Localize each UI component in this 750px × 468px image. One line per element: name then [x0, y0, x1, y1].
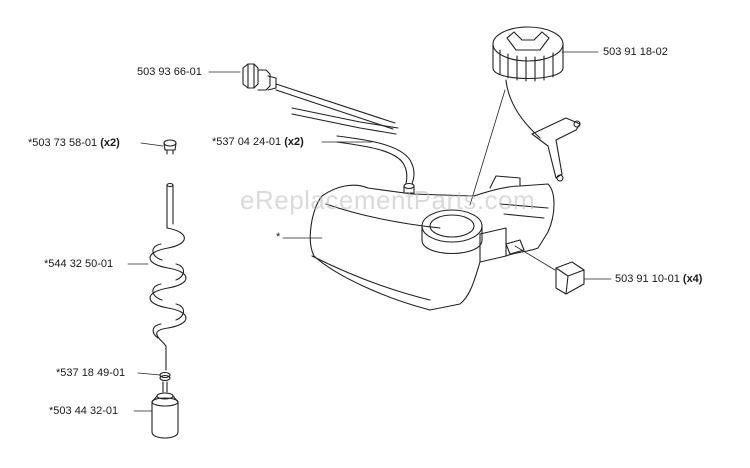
fuel-cap-drawing: [492, 26, 581, 182]
plug-drawing: [163, 139, 177, 155]
clamp-drawing: [159, 371, 171, 382]
fuel-tank-drawing: [309, 175, 555, 311]
part-label[interactable]: *537 04 24-01 (x2): [212, 136, 304, 149]
part-number: 503 93 66-01: [137, 66, 202, 78]
part-number: *: [276, 231, 281, 243]
part-quantity: (x4): [682, 273, 703, 285]
spiral-hose-drawing: [149, 182, 187, 371]
part-number: 503 91 10-01: [615, 273, 680, 285]
part-quantity: (x2): [284, 136, 304, 148]
part-number: 503 91 18-02: [603, 46, 668, 58]
part-label[interactable]: *537 18 49-01: [56, 367, 125, 380]
part-number: *537 04 24-01: [212, 136, 282, 148]
part-label[interactable]: 503 91 18-02: [603, 46, 668, 59]
watermark: eReplacementParts.com: [240, 185, 536, 215]
part-number: *537 18 49-01: [56, 367, 126, 379]
part-label[interactable]: *503 73 58-01 (x2): [28, 137, 120, 150]
part-number: *503 44 32-01: [49, 405, 119, 417]
fuel-valve-drawing: [242, 63, 396, 130]
part-label[interactable]: *: [276, 231, 280, 244]
vibration-damper-drawing: [555, 261, 585, 295]
part-label[interactable]: 503 91 10-01 (x4): [615, 273, 702, 286]
part-number: *544 32 50-01: [44, 258, 114, 270]
leader-lines: [127, 51, 612, 412]
part-label[interactable]: *503 44 32-01: [49, 405, 118, 418]
fuel-hose-drawing: [291, 107, 415, 194]
part-quantity: (x2): [100, 137, 120, 149]
part-number: *503 73 58-01: [28, 137, 98, 149]
fuel-filter-drawing: [151, 381, 179, 439]
part-label[interactable]: *544 32 50-01: [44, 258, 113, 271]
part-label[interactable]: 503 93 66-01: [137, 66, 202, 79]
